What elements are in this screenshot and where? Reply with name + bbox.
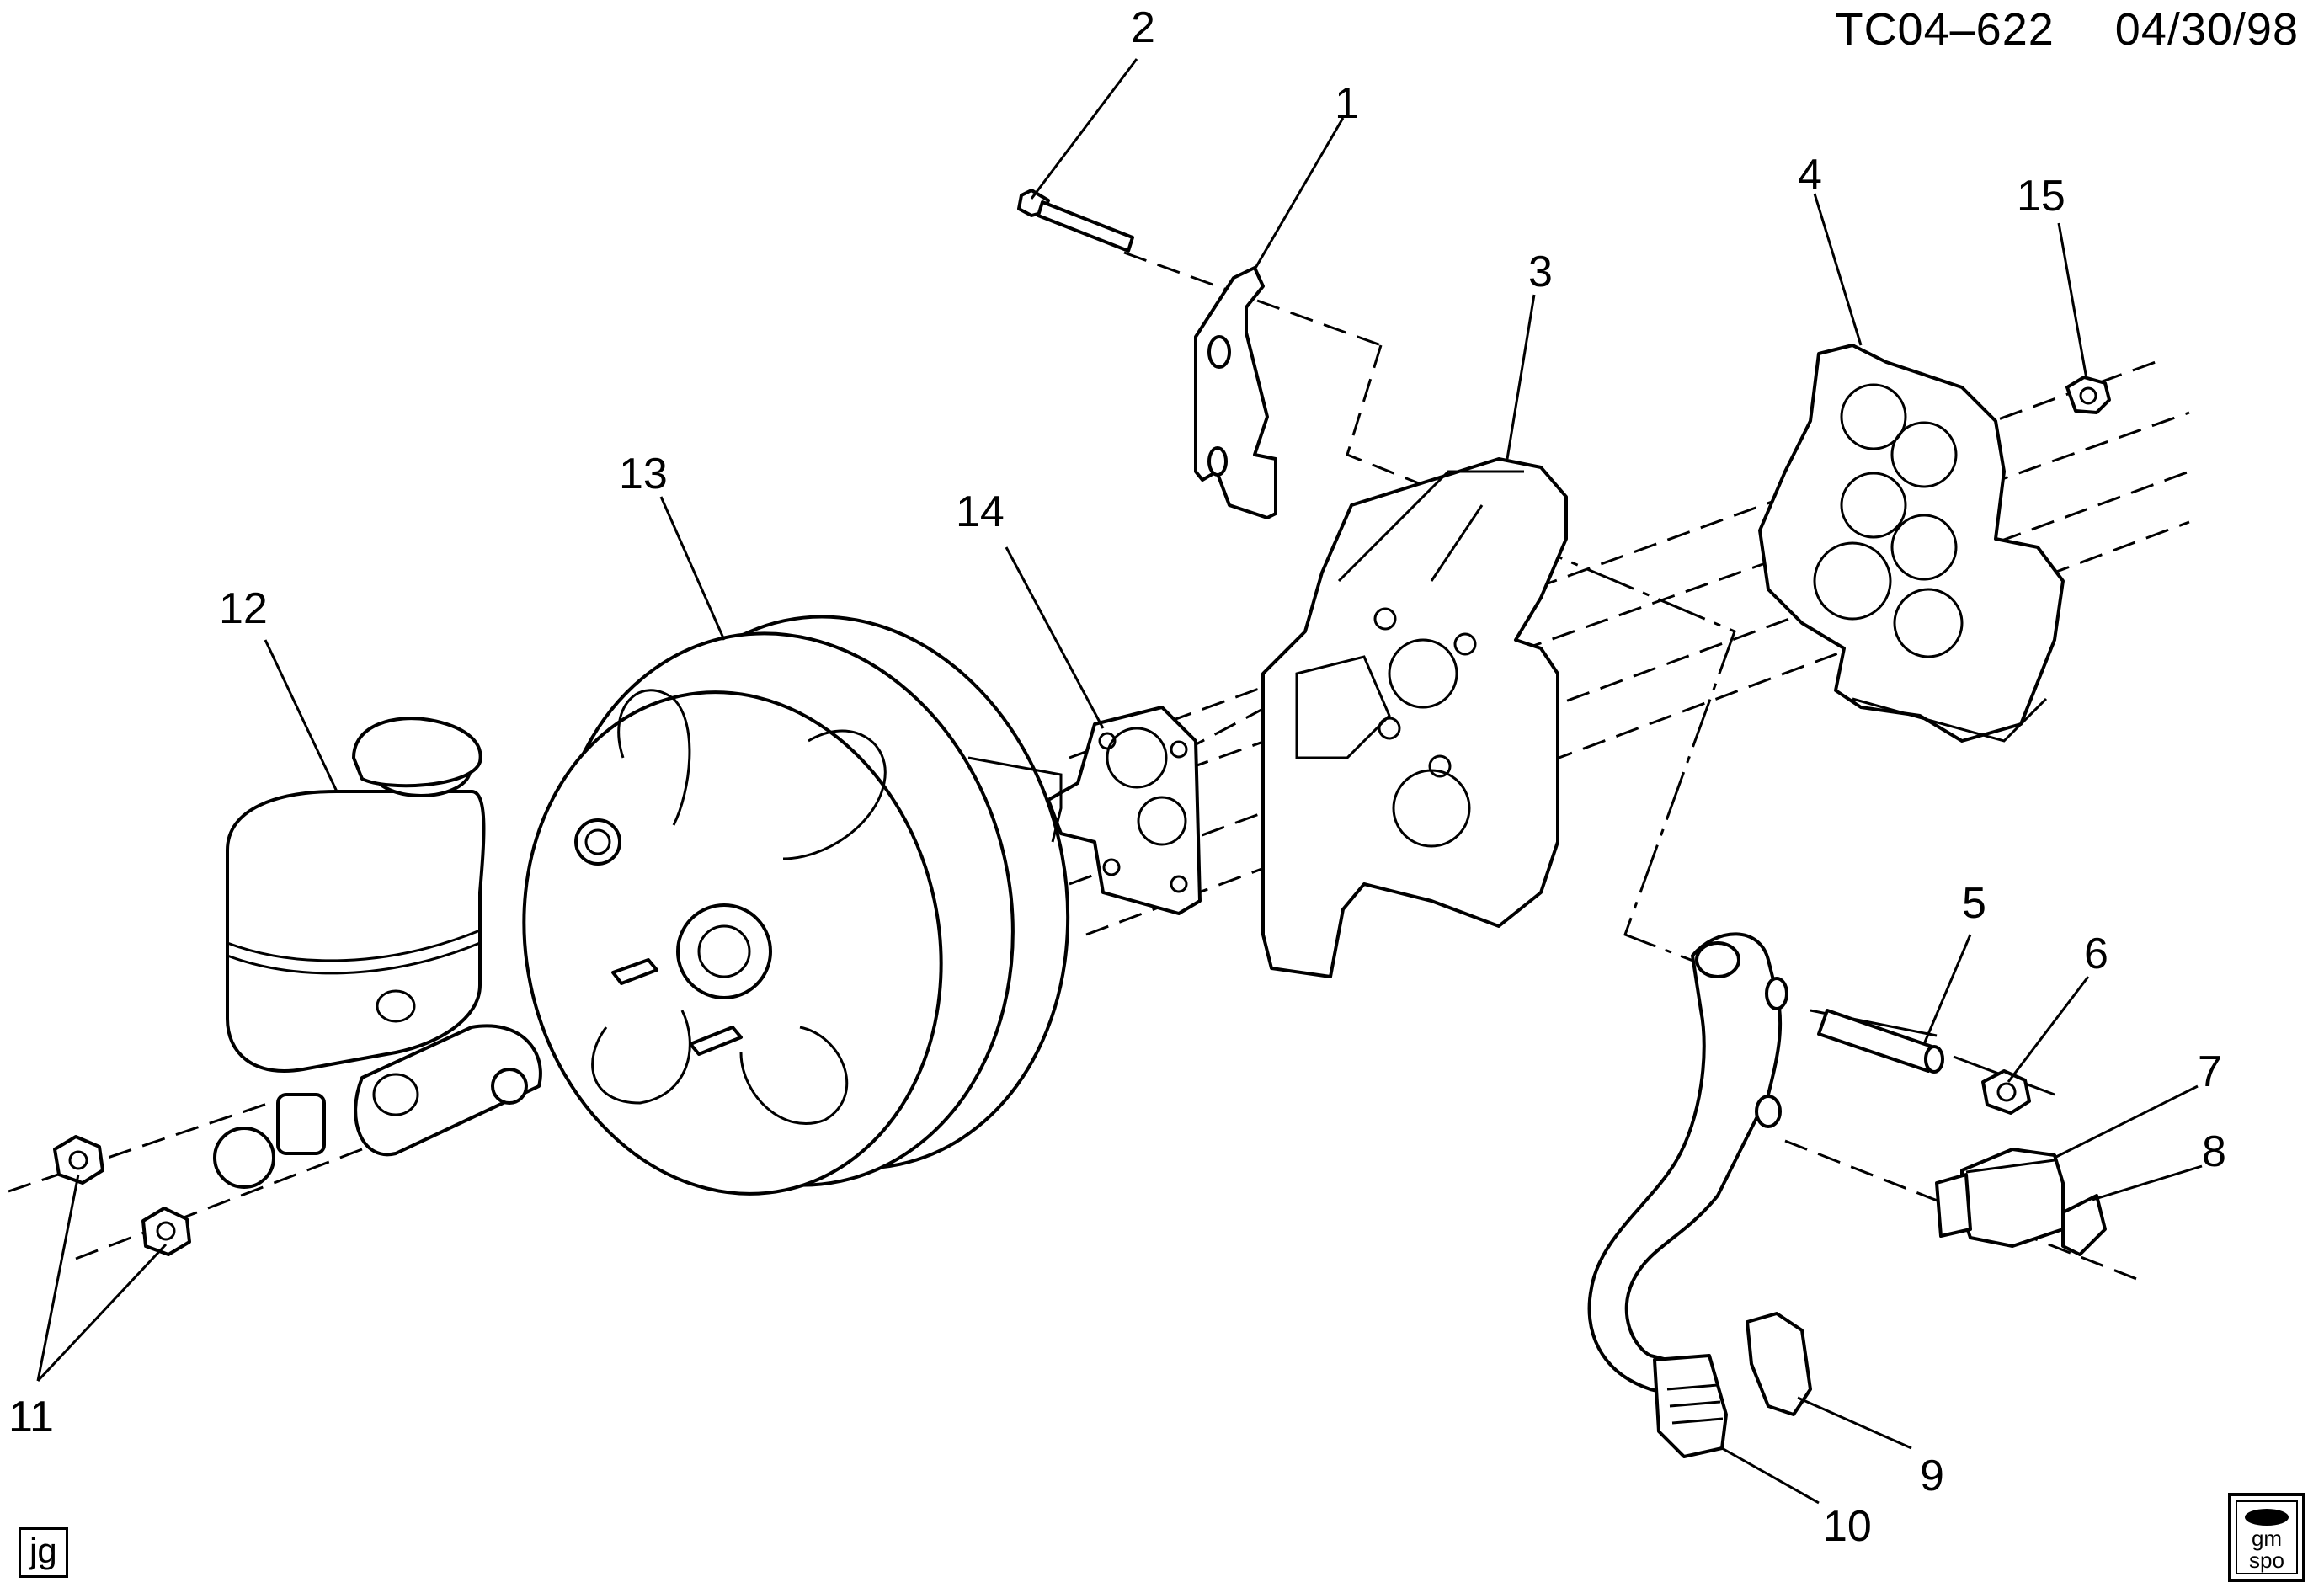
corner-tag: jg	[19, 1527, 68, 1578]
callout-10: 10	[1823, 1502, 1872, 1551]
callout-leaders	[36, 58, 2203, 1505]
pivot-pin-part-5	[1817, 1009, 1944, 1074]
pedal-pad-part-10	[1653, 1354, 1728, 1458]
switch-part-7	[1935, 1148, 2065, 1248]
brake-pedal-arm	[1587, 932, 1788, 1399]
bracket-part-1	[1194, 266, 1277, 519]
bolt-part-2	[1017, 189, 1134, 253]
diagram-code: TC04–622	[1835, 4, 2055, 55]
rear-plate-part-4	[1758, 344, 2065, 743]
gm-spo-logo: gm spo	[2228, 1493, 2305, 1582]
clip-part-8	[2061, 1194, 2107, 1256]
callout-9: 9	[1920, 1452, 1944, 1500]
callout-13: 13	[619, 450, 668, 498]
logo-line-2: spo	[2249, 1548, 2284, 1573]
callout-6: 6	[2084, 930, 2108, 978]
callout-7: 7	[2198, 1047, 2222, 1096]
nut-part-6	[1981, 1069, 2031, 1115]
callout-8: 8	[2202, 1127, 2226, 1176]
gasket-part-14	[1047, 706, 1202, 915]
master-cylinder-part-12	[213, 717, 542, 1189]
diagram-date: 04/30/98	[2114, 4, 2299, 55]
callout-1: 1	[1335, 79, 1359, 128]
callout-12: 12	[219, 584, 268, 633]
callout-14: 14	[956, 487, 1005, 536]
callout-2: 2	[1131, 3, 1155, 52]
callout-labels: 1 2 3 4 5 6 7 8 9 10 11 12 13 14 15	[8, 3, 2226, 1551]
callout-5: 5	[1962, 879, 1986, 928]
diagram-code-header: TC04–622 04/30/98	[1836, 3, 2299, 56]
nut-part-15	[2065, 376, 2111, 414]
nuts-part-11	[53, 1135, 191, 1256]
callout-4: 4	[1798, 151, 1822, 200]
brake-booster-part-13	[522, 615, 1070, 1196]
logo-line-1: gm	[2252, 1526, 2282, 1551]
callout-3: 3	[1528, 248, 1553, 296]
mounting-plate-part-3	[1261, 457, 1568, 978]
callout-15: 15	[2017, 172, 2065, 221]
pedal-pad-cover-part-9	[1746, 1312, 1812, 1416]
callout-11: 11	[8, 1393, 54, 1441]
